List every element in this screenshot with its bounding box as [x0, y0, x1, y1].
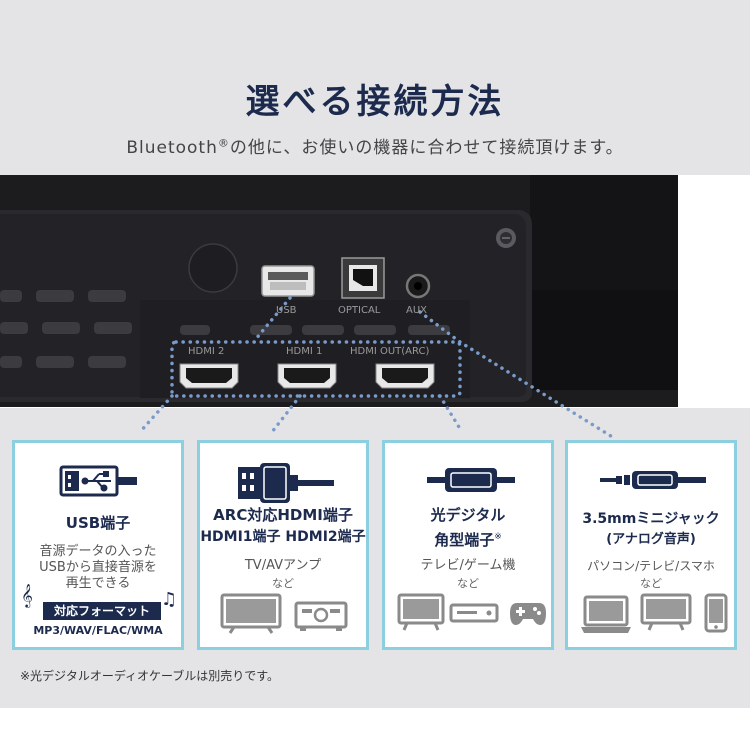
- card-hdmi-sub: TV/AVアンプ: [244, 558, 322, 573]
- port-label-usb: USB: [276, 305, 297, 316]
- game-console-icon: [449, 603, 499, 623]
- card-aux-title-1: 3.5mmミニジャック: [582, 511, 720, 527]
- page-title: 選べる接続方法: [245, 82, 505, 122]
- usb-plug-icon: [59, 465, 137, 497]
- page-subtitle: Bluetooth®の他に、お使いの機器に合わせて接続頂けます。: [0, 133, 750, 158]
- music-note-icon: ♫: [161, 589, 178, 610]
- mini-jack-plug-icon: [600, 471, 706, 489]
- card-usb-desc-1: 音源データの入った: [39, 544, 157, 559]
- card-hdmi-title-1: ARC対応HDMI端子: [213, 506, 353, 524]
- port-label-aux: AUX: [406, 305, 428, 316]
- card-hdmi-title-2: HDMI1端子 HDMI2端子: [200, 529, 366, 545]
- card-hdmi: ARC対応HDMI端子 HDMI1端子 HDMI2端子 TV/AVアンプ など: [197, 440, 369, 650]
- smartphone-icon: [704, 593, 728, 633]
- laptop-icon: [581, 595, 631, 633]
- tv-icon: [640, 593, 692, 631]
- subtitle-text: の他に、お使いの機器に合わせて接続頂けます。: [229, 138, 624, 158]
- card-optical-title-2: 角型端子※: [385, 527, 551, 551]
- port-label-hdmi2: HDMI 2: [188, 346, 225, 357]
- card-aux: 3.5mmミニジャック (アナログ音声) パソコン/テレビ/スマホ など: [565, 440, 737, 650]
- card-usb-desc-3: 再生できる: [65, 576, 131, 591]
- card-optical-title-2-text: 角型端子: [434, 531, 495, 549]
- card-aux-note: など: [640, 577, 662, 590]
- card-usb-desc-2: USBから直接音源を: [39, 560, 157, 575]
- format-list: MP3/WAV/FLAC/WMA: [33, 624, 163, 637]
- card-usb: USB端子 音源データの入った USBから直接音源を 再生できる 𝄞 ♫ 対応フ…: [12, 440, 184, 650]
- card-aux-title-2: (アナログ音声): [606, 532, 696, 547]
- port-label-hdmi-out: HDMI OUT(ARC): [350, 346, 430, 357]
- card-optical: 光デジタル 角型端子※ テレビ/ゲーム機 など: [382, 440, 554, 650]
- card-hdmi-note: など: [272, 577, 294, 590]
- registered-mark: ®: [217, 136, 230, 150]
- hdmi-plug-icon: [238, 463, 334, 503]
- tv-icon: [220, 593, 282, 634]
- card-optical-title-mark: ※: [494, 532, 502, 542]
- footnote: ※光デジタルオーディオケーブルは別売りです。: [20, 669, 280, 683]
- tv-icon: [397, 593, 445, 631]
- header-band: [0, 0, 750, 175]
- format-badge: 対応フォーマット: [43, 602, 161, 620]
- card-aux-sub: パソコン/テレビ/スマホ: [587, 559, 715, 573]
- card-usb-title: USB端子: [65, 514, 131, 532]
- card-optical-note: など: [457, 577, 479, 590]
- optical-plug-icon: [427, 468, 515, 492]
- av-amplifier-icon: [294, 601, 348, 631]
- card-optical-title-1: 光デジタル: [430, 506, 506, 524]
- card-optical-sub: テレビ/ゲーム機: [420, 558, 516, 573]
- game-controller-icon: [510, 603, 546, 625]
- subtitle-brand: Bluetooth: [126, 138, 218, 158]
- port-label-hdmi1: HDMI 1: [286, 346, 323, 357]
- treble-clef-icon: 𝄞: [21, 583, 33, 607]
- port-label-optical: OPTICAL: [338, 305, 381, 316]
